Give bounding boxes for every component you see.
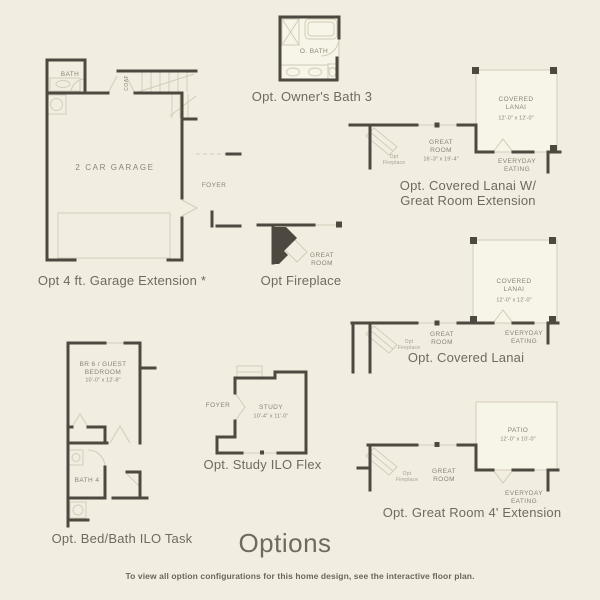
great-room-extension-floorplan-drawing bbox=[356, 401, 560, 492]
owners-bath-floorplan-drawing bbox=[278, 15, 341, 82]
plan-study-ilo-flex: FOYER STUDY 10'-4" x 11'-0" bbox=[195, 362, 320, 457]
room-label-great-room: GREAT ROOM bbox=[430, 330, 454, 346]
room-label-bath-4: BATH 4 bbox=[74, 476, 100, 484]
room-label-covered-lanai: COVERED LANAI bbox=[496, 277, 532, 293]
room-dims-patio: 12'-0" x 10'-0" bbox=[500, 436, 536, 443]
caption-fireplace: Opt Fireplace bbox=[260, 273, 342, 288]
caption-great-room-4ft-extension: Opt. Great Room 4' Extension bbox=[382, 505, 562, 520]
caption-covered-lanai-great-room: Opt. Covered Lanai W/ Great Room Extensi… bbox=[377, 178, 559, 209]
room-label-great-room: GREAT ROOM bbox=[432, 467, 456, 483]
room-dims-study: 10'-4" x 11'-0" bbox=[253, 413, 289, 420]
room-label-coat: COAT bbox=[123, 75, 130, 91]
footer-note: To view all option configurations for th… bbox=[125, 571, 475, 581]
plan-covered-lanai-great-room-extension: COVERED LANAI 12'-0" x 12'-0" GREAT ROOM… bbox=[348, 60, 580, 175]
plan-bed-bath-ilo-task: BR 6 / GUEST BEDROOM 10'-0" x 12'-8" BAT… bbox=[60, 340, 195, 530]
room-label-opt-fireplace: Opt Fireplace bbox=[382, 153, 406, 166]
room-label-bath: BATH bbox=[60, 70, 80, 78]
room-label-patio: PATIO bbox=[507, 426, 529, 434]
room-label-everyday-eating: EVERYDAY EATING bbox=[504, 489, 543, 505]
plan-covered-lanai: COVERED LANAI 12'-0" x 12'-0" GREAT ROOM… bbox=[350, 235, 580, 374]
plan-garage-extension: BATH COAT 2 CAR GARAGE FOYER bbox=[30, 50, 245, 285]
caption-line-2: Great Room Extension bbox=[400, 192, 536, 208]
covered-lanai-floorplan-drawing bbox=[350, 237, 560, 374]
room-label-great-room: GREAT ROOM bbox=[429, 138, 453, 154]
caption-line-1: Opt. Covered Lanai W/ bbox=[399, 178, 537, 193]
room-label-everyday-eating: EVERYDAY EATING bbox=[504, 329, 543, 345]
room-label-covered-lanai: COVERED LANAI bbox=[498, 95, 534, 111]
room-label-garage: 2 CAR GARAGE bbox=[75, 163, 155, 172]
garage-extension-floorplan-drawing bbox=[45, 58, 242, 262]
bed-bath-floorplan-drawing bbox=[66, 341, 157, 528]
room-dims-covered-lanai: 12'-0" x 12'-0" bbox=[498, 115, 534, 122]
room-dims-great-room: 16'-3" x 19'-4" bbox=[423, 156, 459, 163]
room-label-bedroom: BR 6 / GUEST BEDROOM bbox=[79, 360, 127, 376]
caption-covered-lanai: Opt. Covered Lanai bbox=[407, 350, 525, 365]
caption-bed-bath-ilo-task: Opt. Bed/Bath ILO Task bbox=[51, 531, 193, 546]
room-dims-bedroom: 10'-0" x 12'-8" bbox=[85, 377, 121, 384]
room-label-owners-bath: O. BATH bbox=[299, 47, 329, 55]
caption-garage-extension: Opt 4 ft. Garage Extension * bbox=[37, 273, 207, 288]
plan-owners-bath-3: O. BATH bbox=[260, 10, 375, 90]
room-label-foyer: FOYER bbox=[201, 181, 227, 189]
room-label-study: STUDY bbox=[258, 403, 284, 411]
lanai-great-room-floorplan-drawing bbox=[348, 67, 562, 174]
caption-study-ilo-flex: Opt. Study ILO Flex bbox=[203, 457, 322, 472]
fireplace-floorplan-drawing bbox=[256, 221, 342, 265]
caption-owners-bath-3: Opt. Owner's Bath 3 bbox=[251, 89, 373, 104]
room-label-great-room: GREAT ROOM bbox=[310, 251, 334, 267]
room-label-opt-fireplace: Opt Fireplace bbox=[395, 470, 419, 483]
plan-great-room-4ft-extension: PATIO 12'-0" x 10'-0" GREAT ROOM Opt Fir… bbox=[350, 395, 580, 510]
room-label-everyday-eating: EVERYDAY EATING bbox=[497, 157, 536, 173]
page-title: Options bbox=[238, 528, 332, 558]
study-floorplan-drawing bbox=[215, 365, 308, 455]
room-label-foyer: FOYER bbox=[205, 401, 231, 409]
room-dims-covered-lanai: 12'-0" x 12'-0" bbox=[496, 297, 532, 304]
room-label-opt-fireplace: Opt Fireplace bbox=[397, 338, 421, 351]
plan-fireplace: GREAT ROOM bbox=[250, 215, 360, 285]
